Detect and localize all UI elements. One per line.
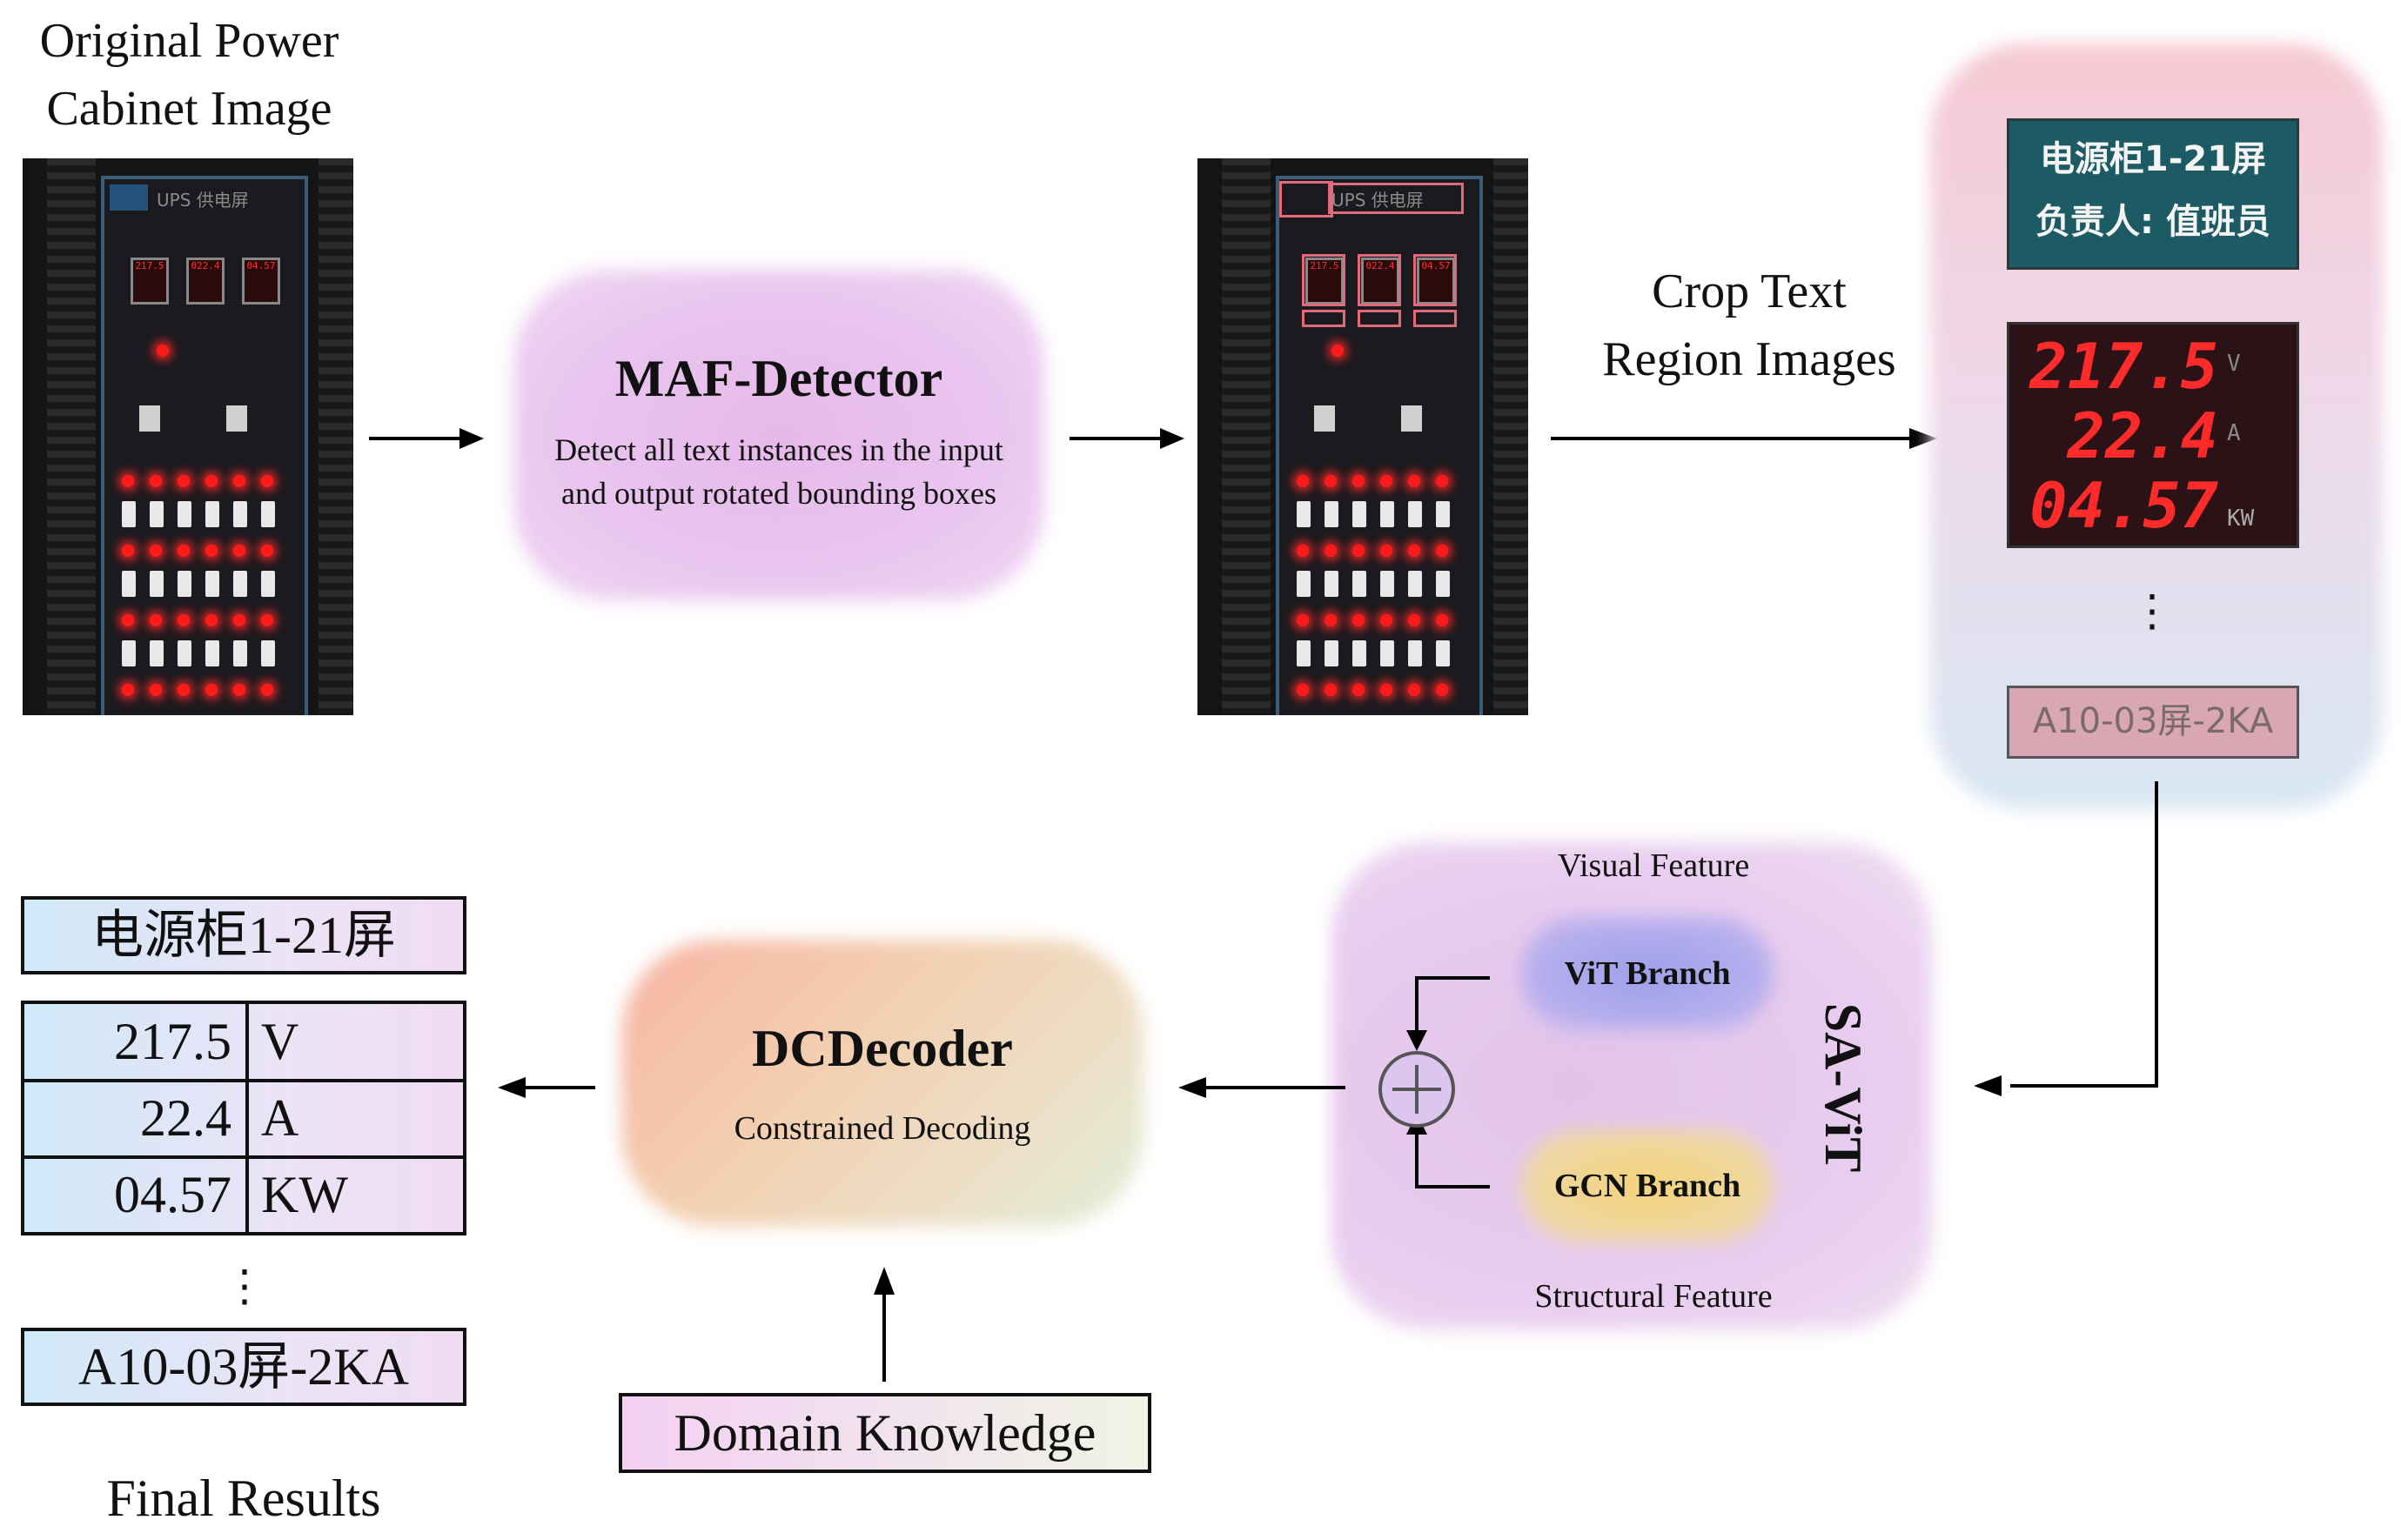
result-value-3: 04.57 <box>114 1166 231 1223</box>
crop-meter-unit-2: A <box>2227 420 2241 446</box>
gcn-branch-pill <box>1521 1129 1774 1242</box>
detector-desc-line-1: Detect all text instances in the input <box>554 432 1003 467</box>
domain-knowledge-label: Domain Knowledge <box>674 1404 1097 1462</box>
original-cabinet-image: UPS 供电屏 217.5 022.4 04.57 <box>23 158 353 715</box>
original-title-line-1: Original Power <box>39 14 339 68</box>
arrow-to-detected <box>1070 428 1184 449</box>
crop-sign-line-2: 负责人: 值班员 <box>2035 202 2270 242</box>
crop-meter-value-3: 04.57 <box>2029 469 2218 542</box>
crop-meter-unit-1: V <box>2227 351 2241 377</box>
result-unit-3: KW <box>261 1166 348 1223</box>
result-value-2: 22.4 <box>140 1089 231 1147</box>
result-unit-2: A <box>261 1089 299 1147</box>
original-title-line-2: Cabinet Image <box>46 82 332 136</box>
crop-label-text: A10-03屏-2KA <box>2032 701 2274 741</box>
detector-title: MAF-Detector <box>614 350 943 407</box>
crop-title: Crop Text Region Images <box>1549 258 1949 393</box>
detector-background <box>513 270 1044 600</box>
crop-meter-value-2: 22.4 <box>2067 399 2218 472</box>
detector-desc-line-2: and output rotated bounding boxes <box>561 476 996 511</box>
arrow-to-savit <box>1974 781 2158 1096</box>
savit-label: SA-ViT <box>1814 1002 1872 1173</box>
arrow-knowledge-to-decoder <box>874 1267 895 1382</box>
decoder-title: DCDecoder <box>752 1020 1013 1077</box>
crop-sign: 电源柜1-21屏 负责人: 值班员 <box>2007 118 2299 270</box>
meter-2: 022.4 <box>186 258 225 305</box>
result-header-text: 电源柜1-21屏 <box>91 907 396 964</box>
crop-meter: 217.5 V 22.4 A 04.57 KW <box>2007 322 2299 548</box>
decoder-background <box>621 940 1143 1227</box>
result-table: 217.5 V 22.4 A 04.57 KW <box>21 1001 466 1235</box>
fusion-add-icon <box>1378 1051 1455 1128</box>
detected-ups-label: UPS 供电屏 <box>1331 190 1424 211</box>
visual-feature-label: Visual Feature <box>1557 847 1750 884</box>
structural-feature-label: Structural Feature <box>1534 1278 1773 1315</box>
detected-cabinet-image: UPS 供电屏 217.5 022.4 04.57 <box>1197 158 1528 715</box>
crop-title-line-1: Crop Text <box>1652 264 1847 318</box>
vit-branch-pill <box>1521 917 1774 1030</box>
crop-sign-line-1: 电源柜1-21屏 <box>2039 139 2267 179</box>
decoder-desc: Constrained Decoding <box>734 1110 1031 1147</box>
result-last: A10-03屏-2KA <box>21 1328 466 1406</box>
vit-branch-label: ViT Branch <box>1564 955 1731 992</box>
arrow-to-crops <box>1551 428 1937 449</box>
crop-label: A10-03屏-2KA <box>2007 686 2299 759</box>
detector-block: MAF-Detector Detect all text instances i… <box>513 339 1044 515</box>
result-last-text: A10-03屏-2KA <box>78 1338 409 1396</box>
final-results-label: Final Results <box>106 1470 381 1527</box>
ups-label: UPS 供电屏 <box>157 190 249 211</box>
crop-meter-unit-3: KW <box>2227 506 2255 532</box>
crop-title-line-2: Region Images <box>1602 332 1896 386</box>
result-value-1: 217.5 <box>114 1013 231 1070</box>
gcn-branch-label: GCN Branch <box>1553 1168 1741 1204</box>
result-ellipsis: ⋮ <box>223 1262 266 1310</box>
meter-3: 04.57 <box>242 258 280 305</box>
crop-ellipsis: ⋮ <box>2130 586 2174 635</box>
arrow-to-detector <box>369 428 484 449</box>
domain-knowledge-box: Domain Knowledge <box>619 1393 1151 1473</box>
arrow-to-results <box>498 1077 595 1098</box>
result-header: 电源柜1-21屏 <box>21 896 466 974</box>
meter-1: 217.5 <box>131 258 169 305</box>
arrow-to-decoder <box>1178 1077 1345 1098</box>
result-unit-1: V <box>261 1013 299 1070</box>
crop-meter-value-1: 217.5 <box>2029 330 2218 403</box>
original-title: Original Power Cabinet Image <box>0 7 379 143</box>
